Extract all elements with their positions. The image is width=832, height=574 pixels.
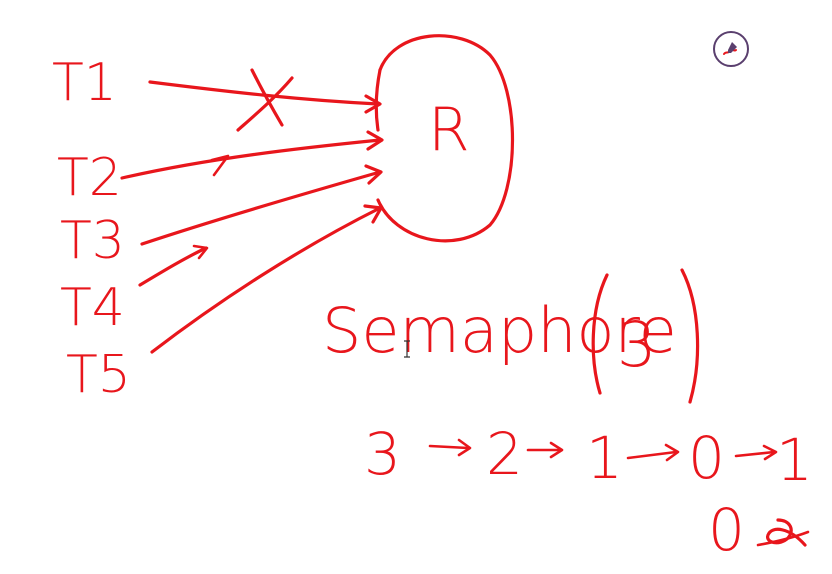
arrow-t2-to-resource	[120, 130, 384, 180]
arrow-seq-2	[526, 441, 564, 459]
pen-tool-icon[interactable]	[713, 31, 749, 67]
resource-label: R	[428, 95, 470, 165]
counter-value-2: 1	[586, 424, 623, 492]
arrow-seq-4	[734, 444, 778, 461]
semaphore-count: 3	[617, 308, 656, 381]
arrow-seq-3	[626, 443, 680, 462]
semaphore-open-paren	[591, 273, 609, 395]
text-cursor-icon	[402, 340, 412, 358]
thread-label-t1: T1	[52, 53, 117, 113]
thread-label-t5: T5	[66, 345, 131, 405]
blocked-x-mark	[236, 68, 294, 132]
semaphore-close-paren	[680, 268, 700, 404]
thread-label-t4: T4	[60, 278, 125, 338]
resource-node: R	[374, 34, 515, 243]
counter-value-0: 3	[364, 420, 401, 488]
thread-label-t3: T3	[60, 211, 125, 271]
thread-label-t2: T2	[57, 148, 122, 208]
arrow-t4-waiting	[138, 244, 209, 287]
arrow-seq-1	[428, 438, 472, 457]
counter-value-3: 0	[688, 424, 725, 492]
counter-value-1: 2	[486, 420, 523, 488]
arrow-t3-to-resource	[140, 164, 383, 246]
arrow-t5-to-resource	[150, 204, 383, 354]
scribble-mark	[756, 518, 810, 547]
counter-value-4: 1	[776, 426, 813, 494]
final-note-value: 0	[708, 496, 745, 564]
semaphore-label: Semaphore	[322, 294, 677, 367]
